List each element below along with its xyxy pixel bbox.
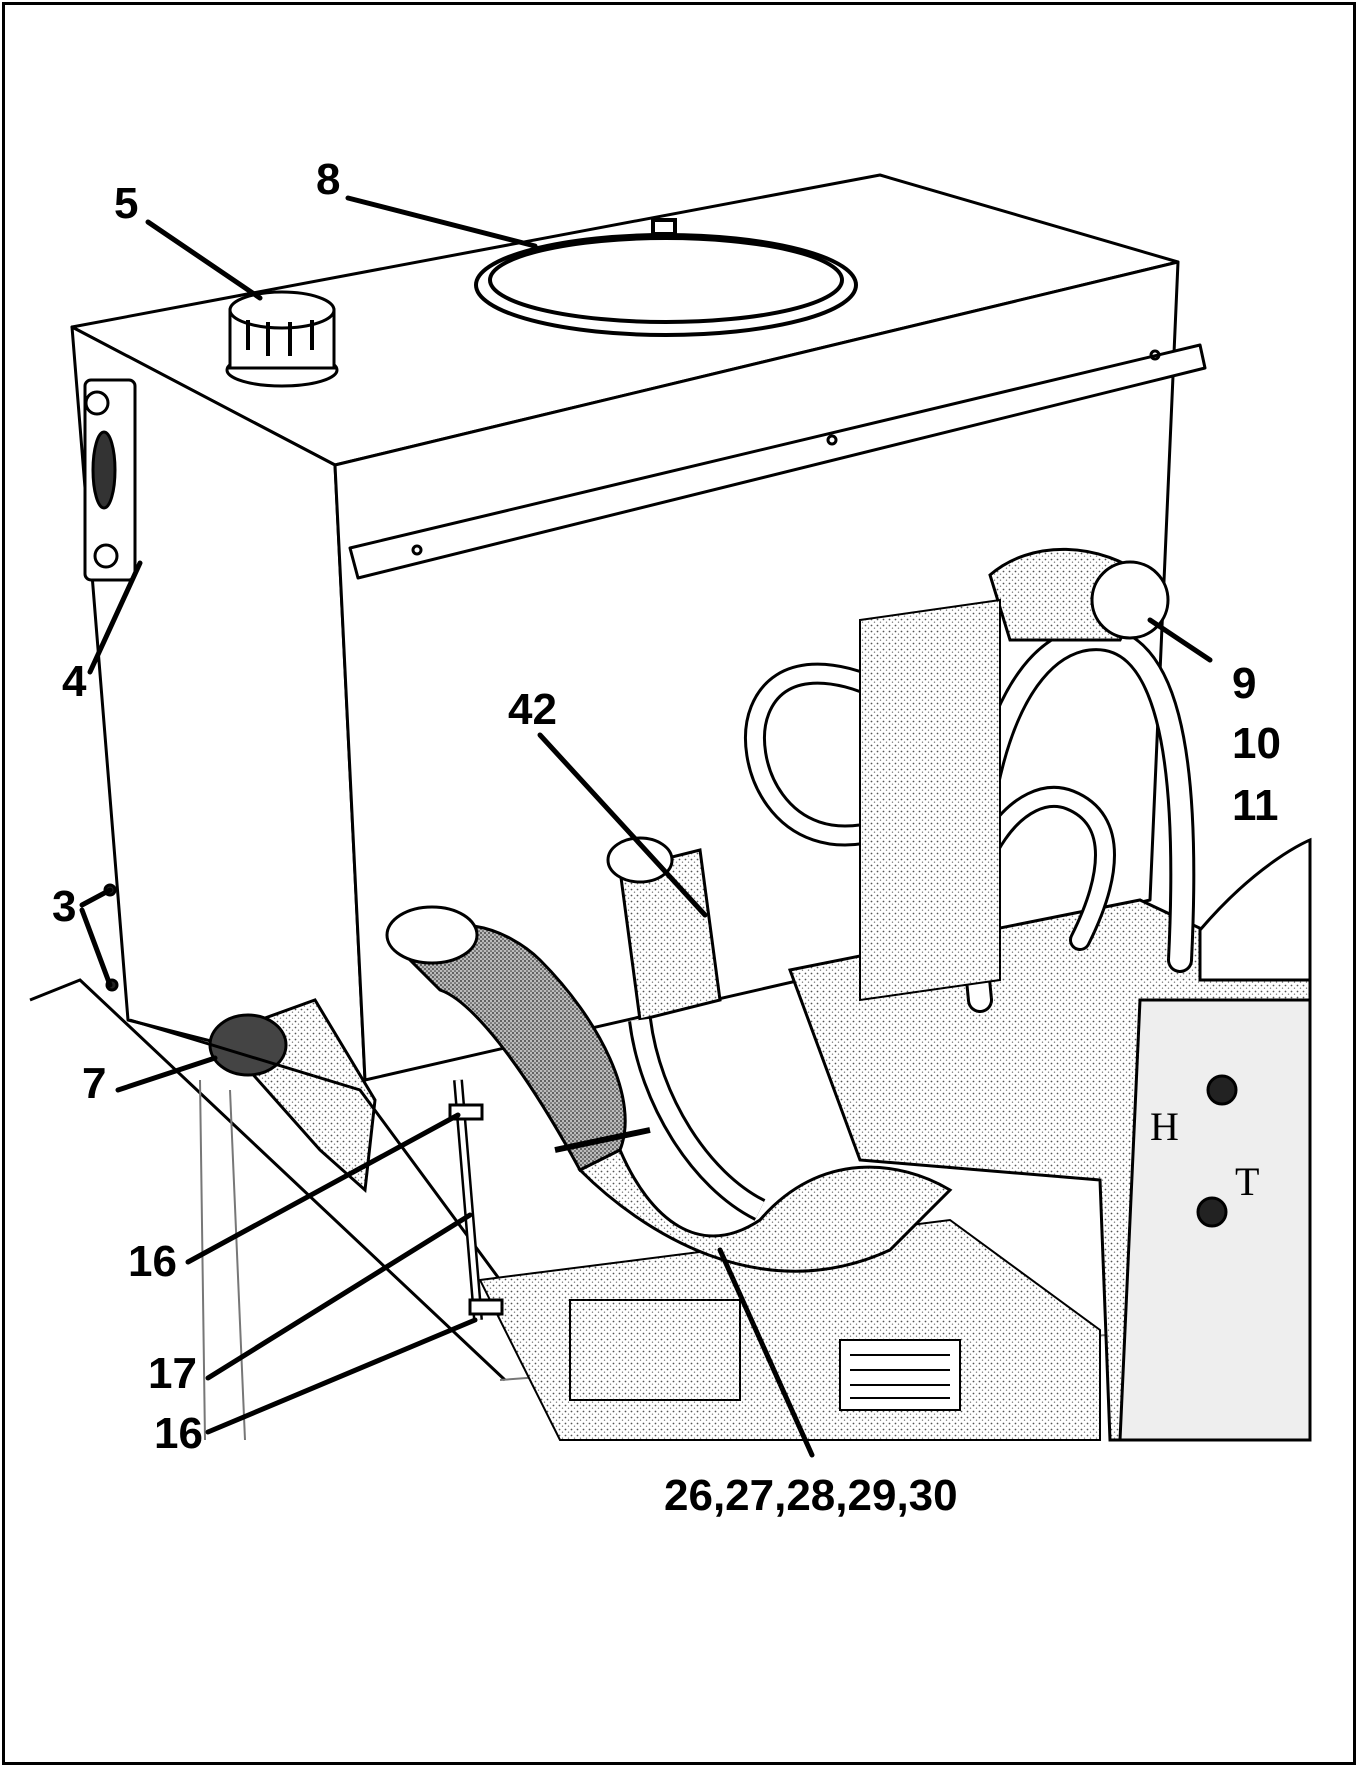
drive-assembly: [478, 1218, 1101, 1441]
callout-4: 4: [62, 657, 87, 706]
callout-3: 3: [52, 882, 77, 931]
callout-9: 9: [1232, 659, 1257, 708]
leader-lines: [79, 195, 1213, 1458]
hose-fitting: [606, 836, 766, 1221]
drain-plugs: [103, 883, 119, 992]
pump-casting-lettering: T: [1235, 1159, 1259, 1204]
hydraulic-pump: H T: [787, 837, 1312, 1442]
drain-tube: [448, 1079, 504, 1321]
sight-gauge: [83, 378, 137, 582]
drain-elbow: [208, 998, 377, 1194]
filler-cap: [225, 290, 339, 388]
callout-16-lower: 16: [154, 1409, 203, 1458]
callout-8: 8: [316, 155, 341, 204]
callout-10: 10: [1232, 719, 1281, 768]
callout-5: 5: [114, 179, 139, 228]
access-cover: [474, 218, 858, 337]
callout-7: 7: [82, 1059, 107, 1108]
callout-16-upper: 16: [128, 1237, 177, 1286]
callout-42: 42: [508, 685, 557, 734]
callout-11: 11: [1232, 781, 1279, 830]
callout-17: 17: [148, 1349, 197, 1398]
callout-26-30: 26,27,28,29,30: [664, 1471, 958, 1520]
suction-hose: [385, 905, 953, 1273]
pump-casting-lettering: H: [1150, 1104, 1179, 1149]
pressure-hoses: [744, 547, 1196, 1013]
